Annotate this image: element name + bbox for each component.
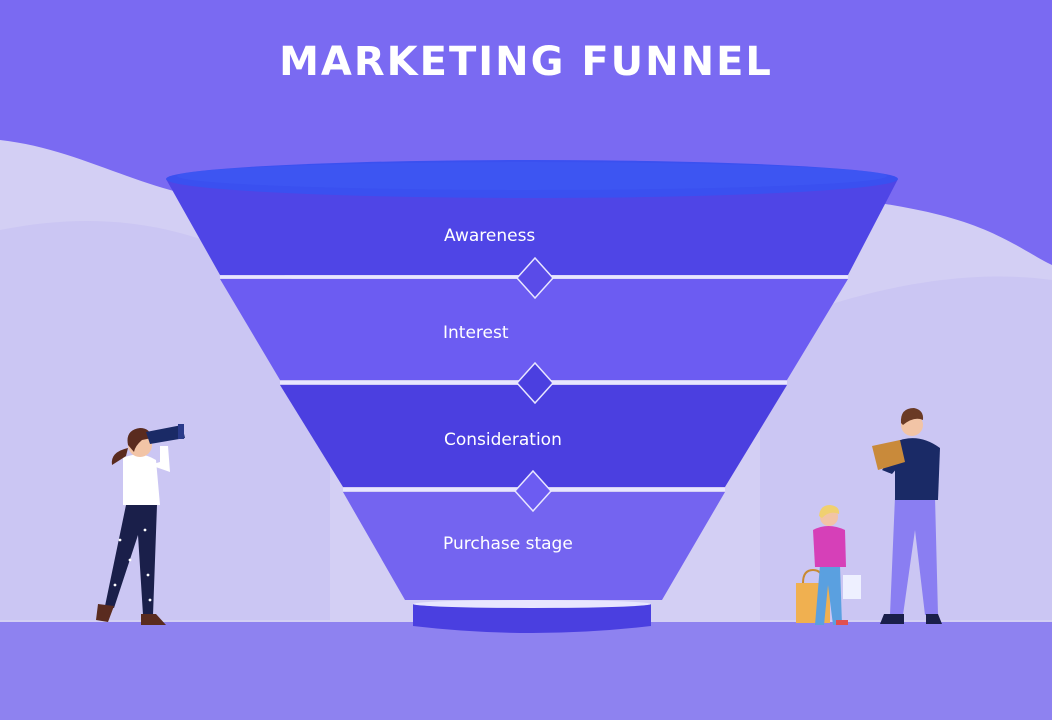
trouser-dot [128,558,132,562]
woman-ponytail [111,448,128,465]
funnel-base-top [413,600,651,608]
woman-arm [150,446,170,472]
telescope-icon [146,425,185,444]
girl-jeans [815,565,842,625]
girl-with-shopping-bags-illustration [796,505,861,625]
stage-label-consideration: Consideration [444,430,562,450]
man-sweater [895,438,940,500]
telescope-lens [178,424,184,439]
funnel-stage-3 [280,385,787,487]
woman-shoe [141,614,166,625]
trouser-dot [118,538,122,542]
man-shoe [926,614,942,624]
trouser-dot [113,583,117,587]
stage-label-purchase: Purchase stage [443,534,573,554]
funnel-stage-1 [166,179,898,275]
funnel-base [413,604,651,633]
funnel-rim-highlight [177,162,887,190]
woman-trousers [105,505,157,615]
man-hair [900,408,924,425]
funnel-stage-2 [220,279,848,380]
diamond-connector [515,256,555,300]
man-trousers [890,497,938,615]
woman-shoe [96,604,114,622]
ground [0,622,1052,720]
man-reading-book-illustration [872,408,942,624]
woman-with-telescope-illustration [96,424,185,625]
woman-hair [127,428,152,452]
book-icon [872,440,905,470]
girl-top [813,526,846,567]
stage-label-interest: Interest [443,323,509,343]
diamond-connector [513,469,553,513]
trouser-dot [143,528,147,532]
trouser-dot [148,598,152,602]
funnel-stage-4 [343,492,725,600]
girl-shoe [836,620,848,625]
trouser-dot [146,573,150,577]
diamond-connector [515,361,555,405]
stage-label-awareness: Awareness [444,226,535,246]
woman-blouse [123,454,160,505]
man-shoe [880,614,904,624]
page-title: MARKETING FUNNEL [279,39,773,85]
shopping-bag-small-icon [843,575,861,599]
funnel: Awareness Interest Consideration Purchas… [166,160,898,633]
girl-hair [819,505,840,518]
